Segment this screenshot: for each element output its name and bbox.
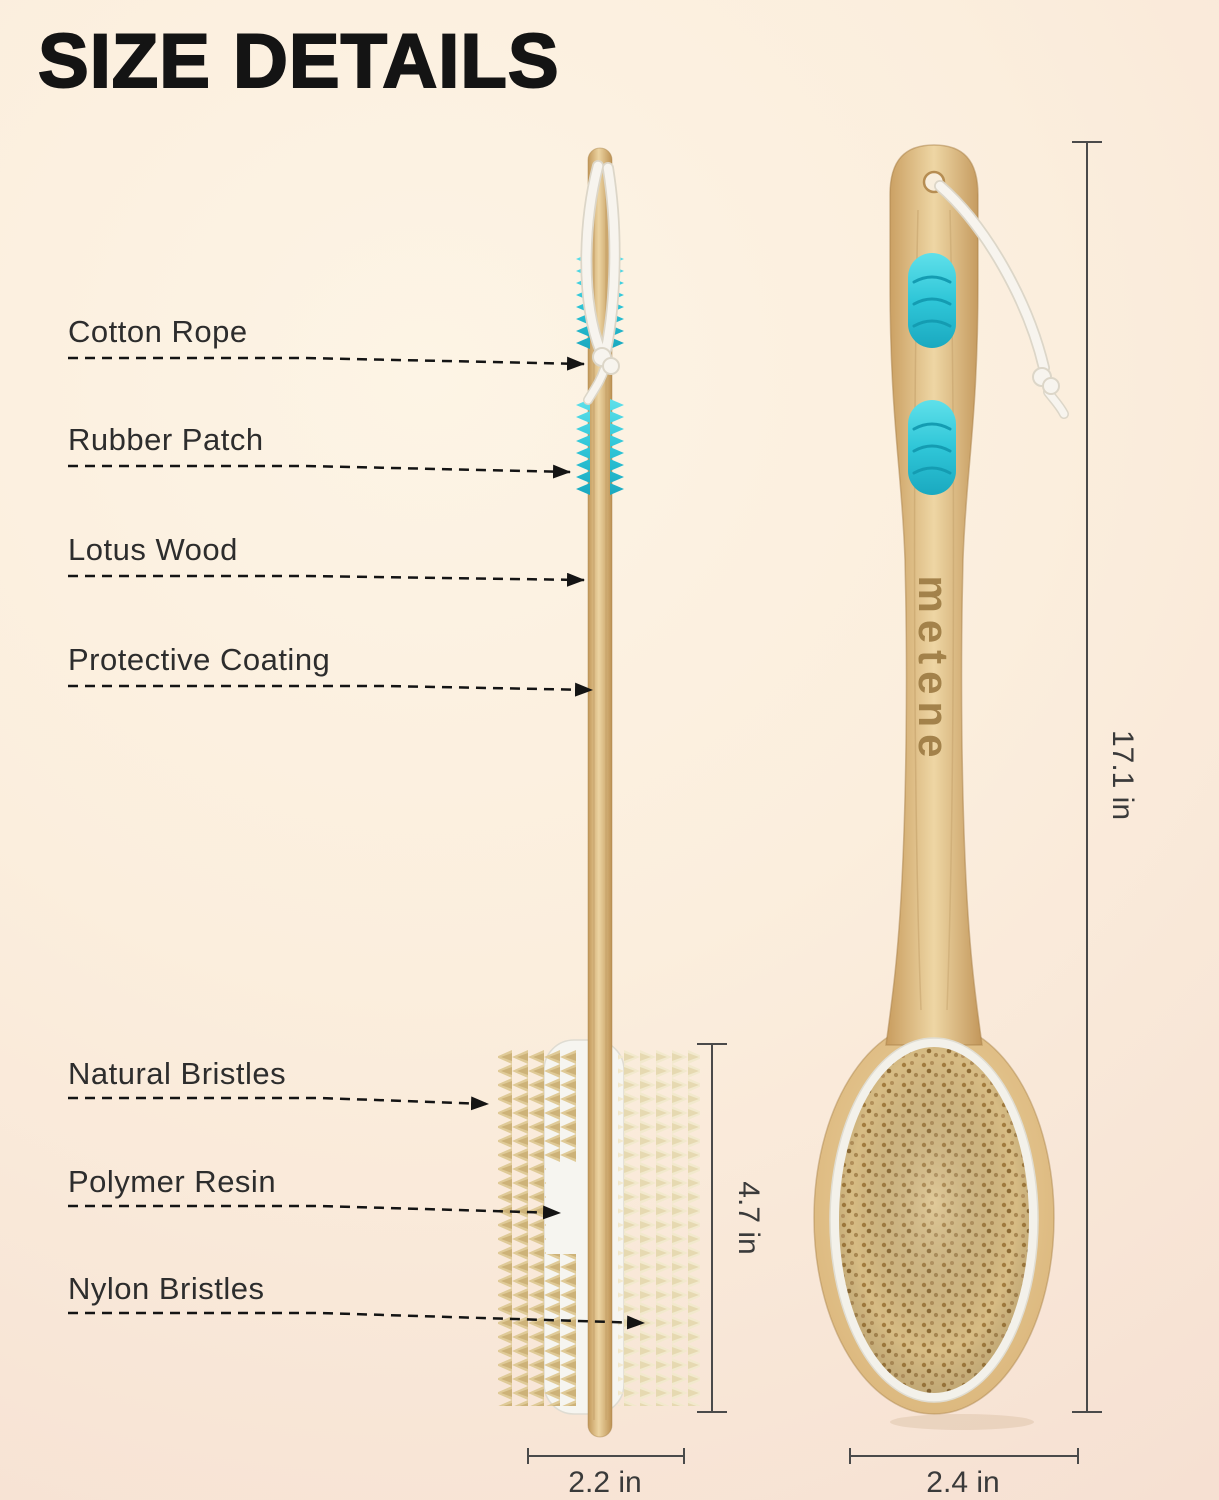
nylon-bristles: [618, 1050, 700, 1406]
dimension-line-head-thickness: [527, 1448, 685, 1464]
natural-bristles: [498, 1050, 576, 1406]
callout-arrow-lotus-wood: [68, 572, 585, 587]
dimension-line-head-width: [849, 1448, 1079, 1464]
lotus-wood-rod: [587, 147, 613, 1438]
cotton-rope-left: [580, 160, 621, 405]
rubber-patch-lower-right: [610, 399, 624, 495]
brand-logo: metene: [910, 575, 957, 764]
callout-arrow-nylon-bristles: [68, 1311, 645, 1330]
dimension-overall-length: 17.1 in: [1106, 729, 1139, 821]
callout-arrow-protective-coating: [68, 682, 593, 697]
dimension-head-width: 2.4 in: [926, 1466, 1000, 1499]
handle: [885, 144, 983, 1046]
label-natural-bristles: Natural Bristles: [68, 1056, 287, 1091]
front-view-brush: metene: [813, 144, 1069, 1430]
natural-bristles-bottom: [498, 1254, 576, 1406]
label-cotton-rope: Cotton Rope: [68, 314, 248, 349]
callout-arrow-polymer-resin: [68, 1204, 561, 1220]
dimension-line-overall-length: [1072, 141, 1102, 1413]
rubber-patch-lower-left: [576, 399, 590, 495]
dimension-line-head-length: [697, 1043, 727, 1413]
callout-arrow-natural-bristles: [68, 1096, 489, 1111]
natural-bristles-top: [498, 1050, 576, 1162]
dimension-head-thickness: 2.2 in: [568, 1466, 642, 1499]
rubber-grip-buttons: [908, 253, 956, 495]
dimension-lines: [527, 141, 1102, 1464]
head-shadow: [890, 1414, 1034, 1430]
label-lotus-wood: Lotus Wood: [68, 532, 238, 567]
dimension-head-length: 4.7 in: [732, 1181, 765, 1255]
head-bristle-shading: [839, 1047, 1029, 1393]
label-nylon-bristles: Nylon Bristles: [68, 1271, 265, 1306]
cotton-rope-right: [934, 180, 1069, 419]
grip-ridges-lower: [912, 422, 952, 475]
side-view-brush: [498, 147, 700, 1438]
label-protective-coating: Protective Coating: [68, 642, 331, 677]
grip-ridges-upper: [912, 275, 952, 328]
callout-arrow-rubber-patch: [68, 464, 571, 479]
label-polymer-resin: Polymer Resin: [68, 1164, 277, 1199]
callout-arrow-cotton-rope: [68, 356, 585, 371]
callout-arrows: [68, 356, 645, 1330]
page-title: SIZE DETAILS: [37, 18, 560, 105]
natural-bristles-middle: [498, 1162, 546, 1254]
label-rubber-patch: Rubber Patch: [68, 422, 264, 457]
